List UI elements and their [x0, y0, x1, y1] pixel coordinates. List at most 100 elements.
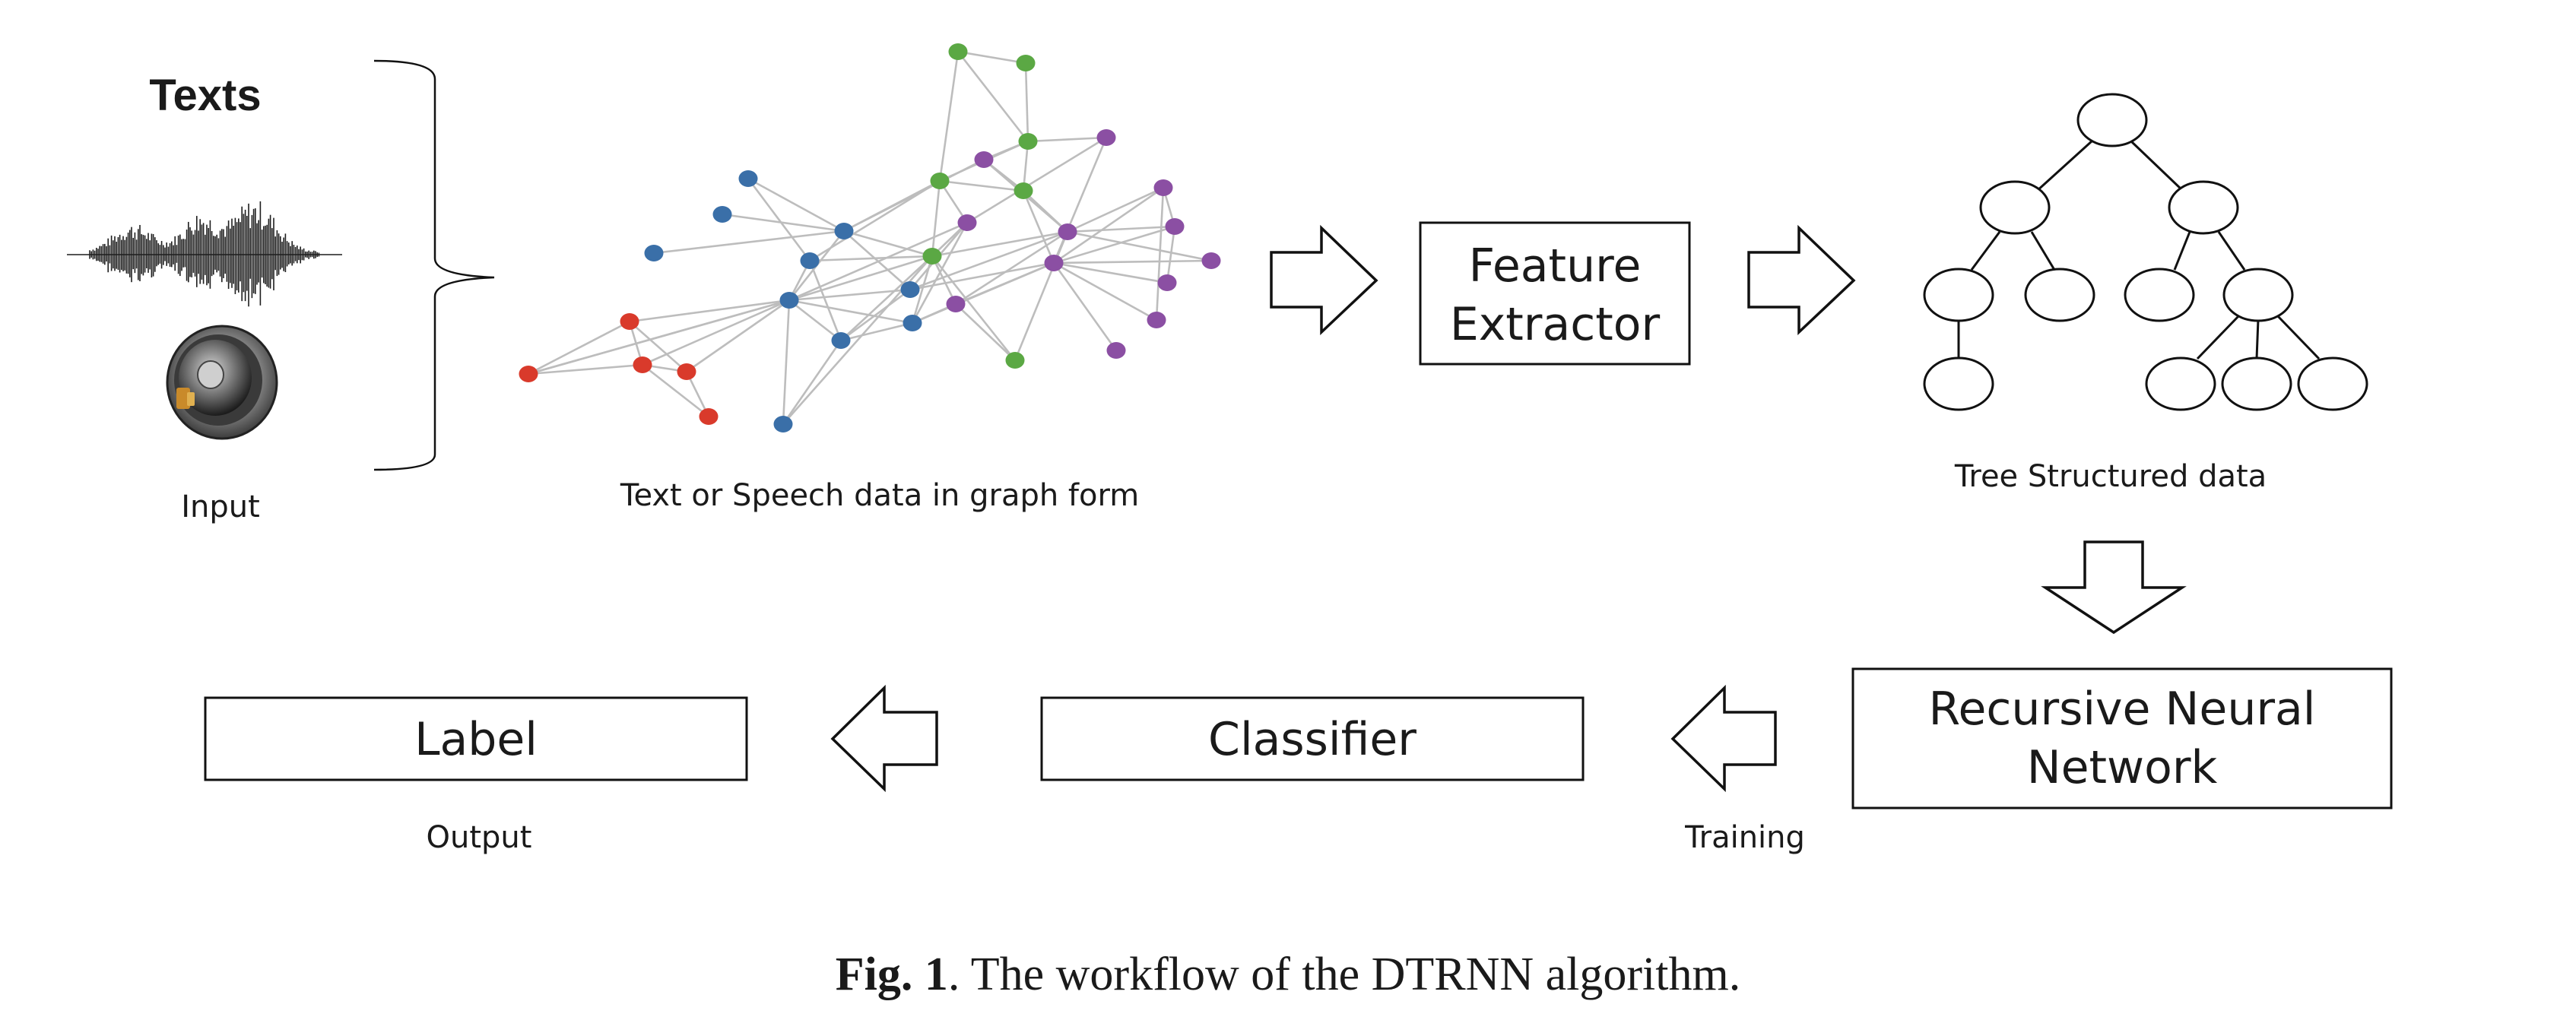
graph-caption: Text or Speech data in graph form	[620, 478, 1139, 513]
classifier-box: Classifier	[1040, 696, 1585, 781]
graph-edge	[528, 320, 630, 375]
training-caption: Training	[1684, 820, 1805, 855]
graph-node-green	[1005, 352, 1025, 369]
graph-edge	[909, 261, 1055, 291]
graph-edge	[1053, 259, 1212, 265]
graph-edge	[653, 230, 845, 255]
label-box: Label	[204, 696, 748, 781]
texts-label: Texts	[149, 71, 261, 120]
graph-node-green	[948, 43, 968, 60]
rnn-line1: Recursive Neural	[1929, 683, 2316, 736]
graph-node-green	[1014, 182, 1033, 199]
graph-node-green	[922, 248, 942, 265]
graph-node-blue	[738, 170, 758, 187]
feature-extractor-line2: Extractor	[1450, 298, 1661, 351]
tree-structure	[1923, 93, 2368, 411]
network-graph	[519, 43, 1221, 432]
graph-edge	[788, 221, 968, 302]
graph-edge	[629, 321, 687, 372]
graph-edge	[957, 50, 1026, 65]
tree-node	[2124, 268, 2195, 322]
graph-edge	[1022, 190, 1055, 264]
feature-extractor-line1: Feature	[1469, 239, 1642, 293]
graph-edge	[788, 255, 933, 302]
graph-edge	[788, 299, 842, 342]
graph-node-blue	[834, 223, 854, 239]
graph-node-red	[620, 313, 639, 330]
right-arrow-icon	[1747, 224, 1856, 336]
graph-edge	[938, 51, 960, 182]
graph-edge	[809, 255, 933, 262]
graph-node-purple	[1157, 274, 1177, 291]
tree-caption: Tree Structured data	[1954, 459, 2267, 494]
classifier-label: Classifier	[1208, 713, 1416, 766]
input-caption: Input	[181, 489, 260, 524]
graph-node-blue	[900, 281, 920, 298]
graph-edge	[840, 255, 933, 341]
graph-edge	[931, 255, 1017, 361]
graph-node-green	[930, 173, 950, 189]
graph-edge	[1014, 231, 1069, 361]
down-arrow-icon	[2041, 540, 2187, 635]
tree-node	[2076, 93, 2148, 147]
graph-edge	[629, 299, 790, 323]
graph-node-red	[677, 363, 696, 380]
graph-node-purple	[1165, 218, 1185, 235]
graph-edge	[955, 303, 1016, 361]
graph-edge	[782, 299, 791, 425]
graph-edge	[1052, 262, 1118, 351]
graph-edge	[528, 299, 790, 375]
graph-edge	[1053, 261, 1157, 322]
recursive-neural-network-box: Recursive Neural Network	[1851, 667, 2393, 809]
graph-edge	[1053, 261, 1168, 284]
graph-node-blue	[779, 292, 799, 309]
graph-edge	[955, 230, 1068, 306]
graph-edge	[747, 177, 845, 233]
graph-edge	[722, 213, 845, 233]
graph-edge	[956, 51, 1029, 142]
graph-edge	[843, 230, 911, 290]
graph-node-purple	[957, 214, 977, 231]
graph-edge	[747, 178, 811, 261]
graph-edge	[843, 158, 985, 233]
tree-node	[1923, 268, 1994, 322]
tree-node	[2221, 356, 2292, 411]
graph-node-blue	[644, 245, 664, 261]
graph-edge	[840, 288, 911, 342]
graph-node-purple	[1201, 252, 1221, 269]
left-arrow-icon	[1670, 684, 1777, 793]
graph-edge	[642, 363, 709, 418]
graph-node-purple	[946, 296, 966, 312]
graph-edge	[1155, 187, 1165, 321]
graph-node-purple	[974, 151, 994, 168]
graph-edge	[1053, 225, 1175, 265]
graph-node-red	[633, 356, 652, 373]
graph-edge	[809, 179, 941, 262]
graph-edge	[843, 230, 933, 258]
graph-node-red	[519, 366, 538, 382]
graph-node-blue	[712, 206, 732, 223]
graph-edge	[782, 340, 842, 425]
graph-edge	[939, 179, 1024, 192]
graph-edge	[931, 230, 1068, 258]
graph-node-blue	[831, 332, 851, 349]
graph-edge	[931, 180, 941, 257]
graph-edge	[788, 299, 913, 325]
tree-node	[1979, 180, 2051, 235]
graph-node-purple	[1058, 223, 1077, 240]
graph-node-blue	[800, 252, 820, 269]
graph-edge	[1067, 230, 1212, 262]
graph-edge	[931, 255, 957, 305]
speaker-icon	[166, 325, 278, 440]
tree-node	[2168, 180, 2239, 235]
graph-node-purple	[1106, 342, 1126, 359]
graph-edge	[808, 260, 842, 341]
figure-caption-prefix: Fig. 1	[836, 949, 948, 1000]
graph-node-green	[1018, 133, 1038, 150]
figure-caption: Fig. 1. The workflow of the DTRNN algori…	[836, 949, 1740, 1000]
graph-node-green	[1016, 55, 1036, 71]
graph-edge	[1027, 136, 1107, 143]
output-label: Label	[414, 713, 538, 766]
graph-node-purple	[1096, 129, 1116, 146]
